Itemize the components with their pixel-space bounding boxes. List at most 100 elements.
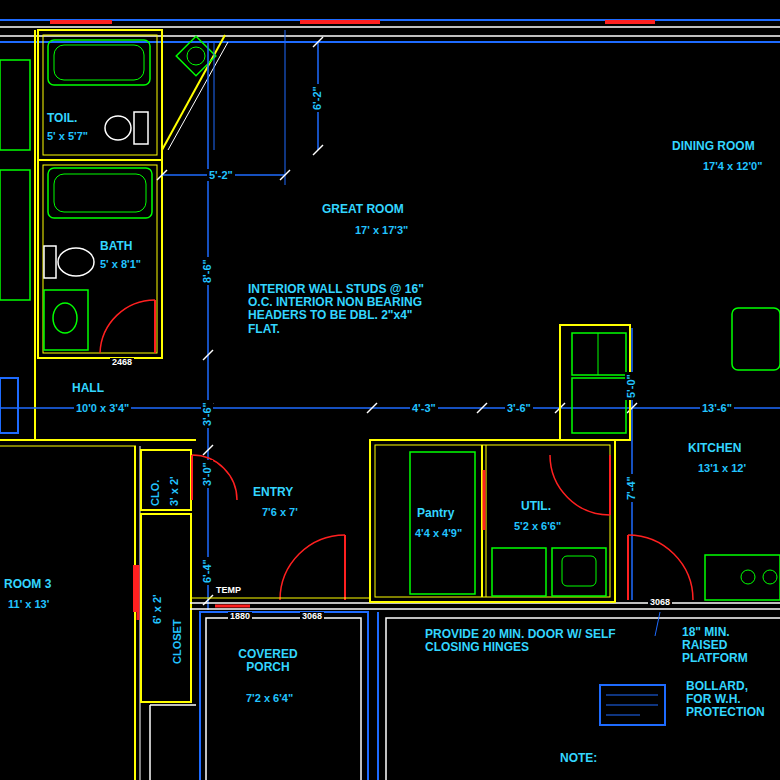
- closet-wall: [141, 450, 191, 510]
- counter: [732, 308, 780, 370]
- wall: [149, 705, 151, 780]
- fixture: [0, 60, 30, 150]
- room-box: COVERED PORCH 7'2 x 6'4": [206, 618, 361, 780]
- cabinet: [598, 333, 599, 375]
- room-label: GREAT ROOM: [322, 203, 404, 216]
- burner: [763, 570, 777, 584]
- dimension-label: 13'-6": [700, 402, 734, 414]
- door-swing: [628, 535, 693, 600]
- shelving: [410, 452, 475, 594]
- burner: [741, 570, 755, 584]
- room-size: 6' x 2': [151, 594, 163, 624]
- leader-line: [655, 612, 660, 636]
- dimension-label: 5'-2": [207, 169, 235, 181]
- sink: [53, 303, 77, 333]
- door: [609, 455, 611, 515]
- wall: [43, 165, 157, 353]
- wall: [486, 445, 487, 597]
- wall: [38, 30, 162, 160]
- toilet: [58, 248, 94, 276]
- wall: [190, 598, 370, 599]
- door-swing: [550, 455, 610, 515]
- wall: [134, 446, 136, 780]
- exterior-wall: [190, 608, 780, 610]
- dimension-line: [207, 42, 209, 610]
- door-swing: [280, 535, 345, 600]
- room-name: CLO.: [149, 480, 161, 506]
- door: [191, 455, 193, 500]
- tick: [313, 37, 323, 47]
- door-tag: 3068: [648, 598, 672, 608]
- dimension-label: 3'-6": [201, 400, 213, 428]
- platform-outline: [386, 618, 780, 780]
- note-text: INTERIOR WALL STUDS @ 16" O.C. INTERIOR …: [248, 283, 438, 336]
- note-text: BOLLARD, FOR W.H. PROTECTION: [686, 680, 776, 720]
- closet-door: [137, 565, 140, 620]
- dimension-ticks: [157, 37, 637, 605]
- door: [344, 535, 346, 600]
- room-name: Pantry: [417, 507, 454, 520]
- door-tag: 1880: [228, 612, 252, 622]
- room-label: KITCHEN: [688, 442, 741, 455]
- detail-box: [606, 705, 658, 706]
- room-name: BATH: [100, 240, 132, 253]
- tick: [157, 170, 167, 180]
- dimension-label: 7'6 x 7': [262, 506, 298, 518]
- window: [133, 565, 137, 612]
- pocket-door: [483, 470, 486, 530]
- room-box: CLO. 3' x 2': [141, 450, 191, 510]
- dimension-label: 4'-3": [410, 402, 438, 414]
- dimension-label: 13'1 x 12': [698, 462, 746, 474]
- window: [605, 20, 655, 24]
- window: [300, 20, 380, 24]
- wall: [370, 440, 615, 602]
- door: [627, 535, 629, 600]
- washer: [492, 548, 546, 596]
- dimension-label: 17'4 x 12'0": [703, 160, 762, 172]
- tick: [313, 145, 323, 155]
- fixture: [0, 378, 18, 433]
- dimension-line: [285, 30, 286, 185]
- tick: [280, 170, 290, 180]
- room-size: 3' x 2': [168, 476, 180, 506]
- door-swing: [100, 300, 155, 353]
- room-name: COVERED PORCH: [228, 648, 308, 674]
- tick: [203, 350, 213, 360]
- window: [215, 605, 250, 608]
- wall: [375, 445, 610, 597]
- tick: [477, 403, 487, 413]
- note-text: PROVIDE 20 MIN. DOOR W/ SELF CLOSING HIN…: [425, 628, 653, 654]
- detail-box: [600, 685, 665, 725]
- dimension-line: [631, 328, 633, 600]
- toilet: [105, 116, 131, 140]
- tub: [54, 174, 146, 212]
- room-size: 7'2 x 6'4": [246, 692, 293, 704]
- door: [154, 300, 156, 353]
- door-tag: 3068: [300, 612, 324, 622]
- cabinet: [572, 378, 626, 433]
- wall: [150, 704, 196, 706]
- note-text: 18" MIN. RAISED PLATFORM: [682, 626, 776, 666]
- room-box: Pantry4'4 x 4'9": [375, 445, 480, 597]
- dimension-label: 3'-6": [505, 402, 533, 414]
- exterior-wall: [0, 41, 780, 43]
- dimension-label: 6'-4": [201, 557, 213, 585]
- dimension-label: 3'-0": [201, 460, 213, 488]
- dimension-label: 10'0 x 3'4": [74, 402, 131, 414]
- room-box: CLOSET6' x 2': [141, 514, 191, 702]
- room-size: 5' x 8'1": [100, 258, 141, 270]
- room-label: NOTE:: [560, 752, 597, 765]
- room-box: UTIL.5'2 x 6'6": [486, 445, 610, 597]
- dryer: [552, 548, 606, 596]
- wall: [0, 446, 136, 447]
- dimension-label: 7'-4": [625, 474, 637, 502]
- room-box: TOIL.5' x 5'7": [42, 30, 157, 155]
- water-heater: [176, 36, 216, 76]
- window: [50, 20, 112, 24]
- closet-wall: [141, 514, 191, 702]
- room-label: DINING ROOM: [672, 140, 755, 153]
- fixture: [0, 170, 30, 300]
- room-box: BATH 5' x 8'1": [42, 160, 157, 355]
- room-name: UTIL.: [521, 500, 551, 513]
